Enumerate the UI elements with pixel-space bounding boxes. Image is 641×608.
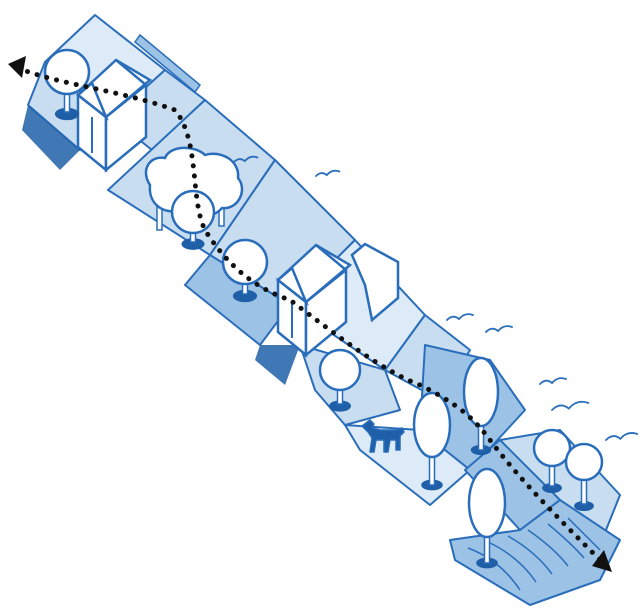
house-1 [76, 58, 153, 173]
tree-7 [412, 391, 452, 491]
tree-2 [170, 189, 216, 250]
strip-edge-2 [255, 345, 300, 385]
tree-6 [564, 442, 604, 512]
tree-9 [467, 467, 507, 569]
bird-icon [605, 432, 639, 441]
bird-icon [233, 155, 259, 163]
tree-4 [318, 348, 362, 412]
bird-icon [446, 313, 474, 321]
tree-8 [462, 356, 500, 456]
strip-edge-1 [22, 105, 80, 170]
field-tile-14 [449, 499, 621, 606]
house-2 [276, 243, 353, 358]
bird-icon [539, 377, 567, 385]
plank-line [547, 523, 585, 559]
tree-3 [221, 238, 269, 303]
animals [361, 419, 405, 453]
bird-icon [315, 169, 341, 177]
plank-line [487, 541, 537, 583]
fence-rail [133, 33, 202, 94]
plank-line [507, 535, 553, 575]
dotted-route-line [15, 65, 603, 563]
bird-icon [485, 325, 513, 333]
arrow-icon [8, 56, 26, 78]
house-2-annex [350, 242, 400, 323]
bushy-tree [144, 146, 244, 231]
bird-icon [551, 400, 590, 411]
tree-5 [532, 428, 572, 494]
plank-line [567, 517, 601, 551]
birds [233, 155, 639, 441]
arrow-icon [592, 550, 612, 572]
houses [76, 58, 400, 358]
dotted-route [8, 56, 612, 572]
plank-line [527, 529, 569, 567]
horse-icon [361, 419, 405, 453]
